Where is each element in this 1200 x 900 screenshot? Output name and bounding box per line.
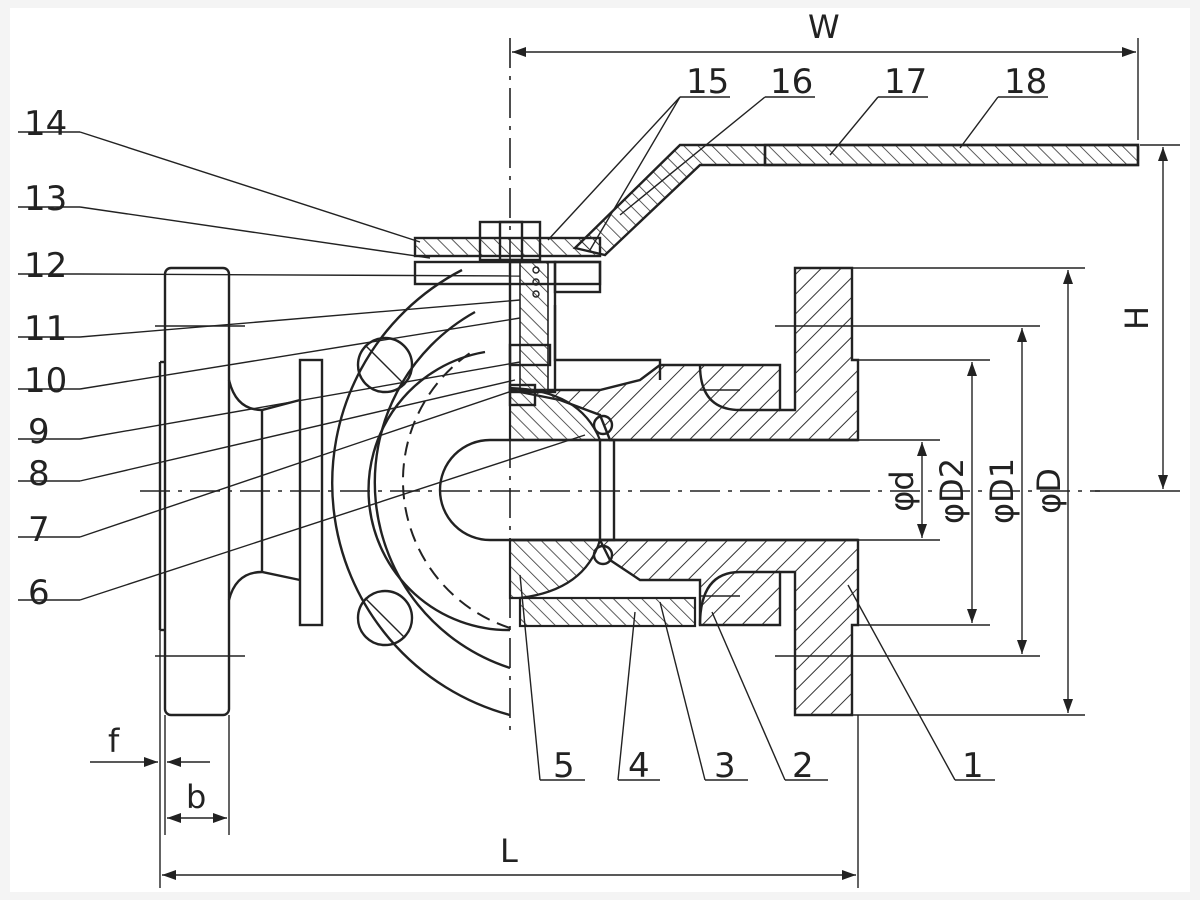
dim-label-D: φD xyxy=(1030,468,1068,514)
leader-line xyxy=(617,611,636,781)
part-label-3: 3 xyxy=(714,746,736,786)
part-label-10: 10 xyxy=(24,361,67,401)
leader-line xyxy=(79,273,521,277)
left-flange xyxy=(155,266,245,717)
leader-line xyxy=(79,361,521,440)
part-label-16: 16 xyxy=(770,62,813,102)
part-label-14: 14 xyxy=(24,104,67,144)
part-label-6: 6 xyxy=(28,573,50,613)
part-label-5: 5 xyxy=(553,746,575,786)
dim-label-L: L xyxy=(500,832,518,870)
left-body-neck xyxy=(227,358,324,627)
leader-line xyxy=(79,206,431,259)
part-label-2: 2 xyxy=(792,746,814,786)
leader-line xyxy=(711,611,786,781)
leader-line xyxy=(959,96,999,149)
leader-line xyxy=(79,379,516,482)
dim-label-H: H xyxy=(1118,306,1156,330)
leader-line xyxy=(79,131,421,243)
dim-label-b: b xyxy=(186,778,206,816)
handle-sweep-arc xyxy=(331,268,511,717)
part-label-1: 1 xyxy=(962,746,984,786)
leader-line xyxy=(79,389,516,538)
dimension-lines xyxy=(90,38,1180,888)
part-label-9: 9 xyxy=(28,412,50,452)
part-label-11: 11 xyxy=(24,309,67,349)
part-label-12: 12 xyxy=(24,246,67,286)
leader-line xyxy=(847,584,956,781)
dim-label-d: φd xyxy=(883,470,921,511)
dim-label-D2: φD2 xyxy=(933,458,971,524)
dim-label-f: f xyxy=(108,722,120,760)
part-label-15: 15 xyxy=(686,62,729,102)
leader-line xyxy=(79,299,521,338)
handle-lever xyxy=(572,143,1140,257)
part-labels: 1 2 3 4 5 6 7 8 9 10 11 12 13 14 15 16 1… xyxy=(24,62,1047,786)
part-label-18: 18 xyxy=(1004,62,1047,102)
dimension-labels: W L f b H φd φD2 φD1 φD xyxy=(108,8,1156,870)
leader-line xyxy=(659,601,706,781)
part-label-8: 8 xyxy=(28,454,50,494)
dim-label-D1: φD1 xyxy=(983,458,1021,524)
leader-lines xyxy=(18,96,1048,781)
part-label-13: 13 xyxy=(24,179,67,219)
dim-label-W: W xyxy=(808,8,840,46)
leader-line xyxy=(519,574,541,781)
leader-line xyxy=(619,96,766,216)
leader-line xyxy=(829,96,879,156)
part-label-4: 4 xyxy=(628,746,650,786)
stem-assembly xyxy=(413,220,602,407)
leader-line xyxy=(79,434,586,601)
leader-line xyxy=(589,96,681,251)
part-label-17: 17 xyxy=(884,62,927,102)
ball-port-left xyxy=(438,438,510,542)
leader-line xyxy=(547,96,681,241)
part-label-7: 7 xyxy=(28,510,50,550)
leader-line xyxy=(79,317,521,390)
body-section xyxy=(508,266,1040,717)
